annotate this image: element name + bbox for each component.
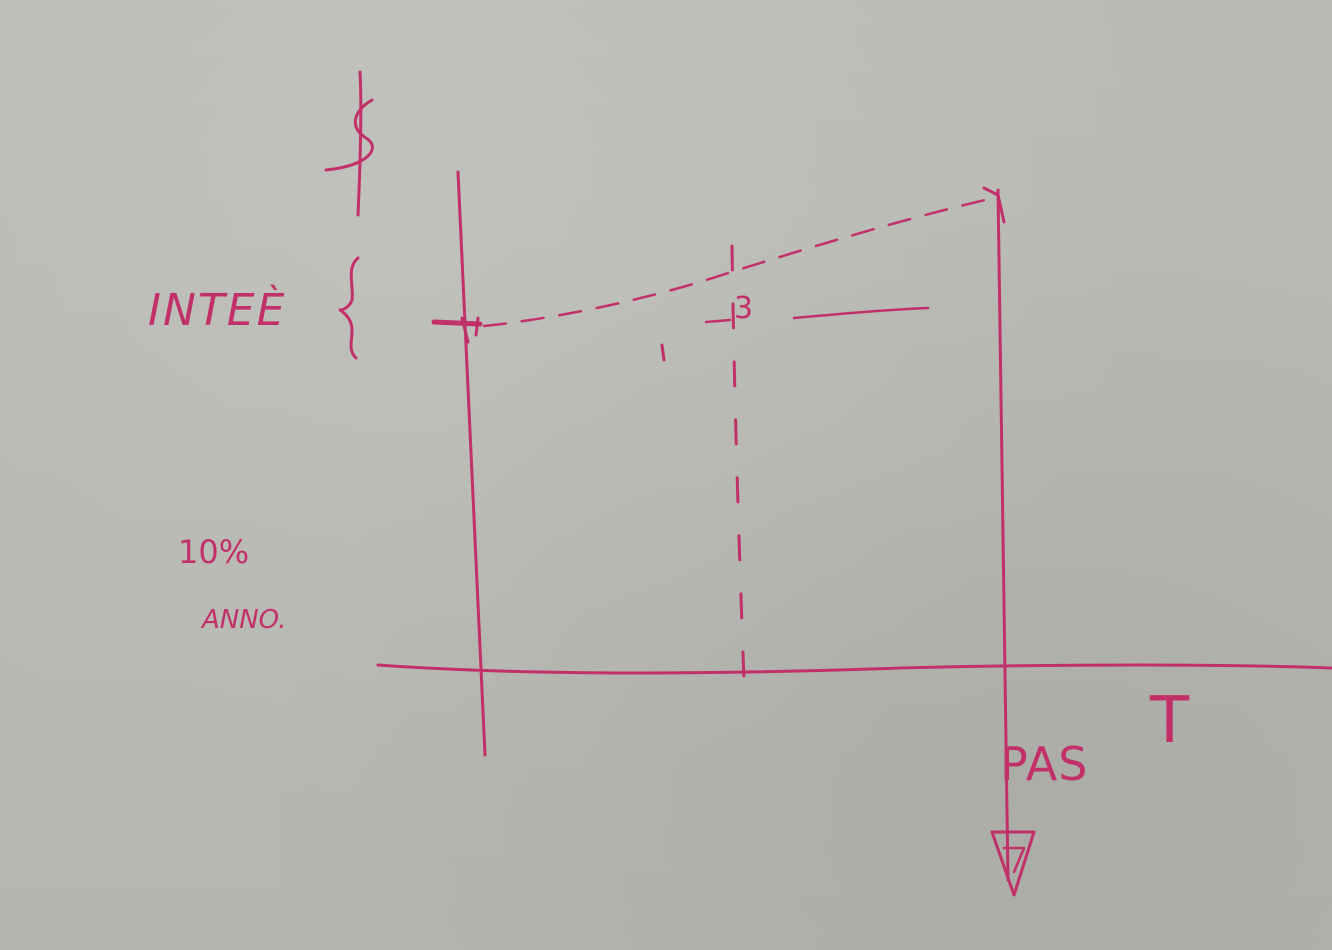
midpoint-dashed-line — [730, 244, 746, 682]
down-arrow-icon — [990, 830, 1036, 897]
pay-label: PAS — [1000, 737, 1088, 791]
time-axis-label: T — [1149, 684, 1190, 758]
start-marker — [431, 319, 483, 327]
reference-line — [704, 306, 930, 324]
growth-dashed-line — [482, 198, 987, 328]
small-dash — [660, 343, 666, 362]
rate-label: 10% — [178, 533, 249, 571]
currency-symbol — [324, 70, 374, 217]
top-arrowhead — [982, 186, 1006, 224]
period-label: ANNO. — [200, 605, 286, 635]
payout-vertical-line — [996, 188, 1010, 882]
midpoint-tick-label: 3 — [734, 291, 753, 326]
horizontal-axis — [376, 663, 1332, 675]
interest-label: INTEÈ — [148, 283, 286, 336]
curly-brace — [338, 256, 360, 360]
vertical-axis-left — [456, 170, 487, 757]
